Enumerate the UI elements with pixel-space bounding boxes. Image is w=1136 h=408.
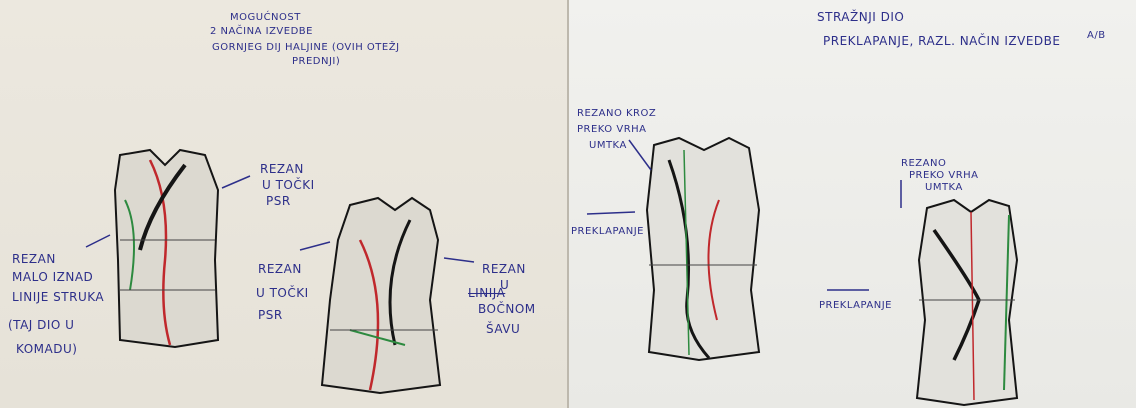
arrow-rezano-kroz bbox=[629, 140, 651, 170]
note-rezano-preko-1: REZANO bbox=[901, 158, 946, 170]
header-line-3: GORNJEG DIJ HALJINE (OVIH OTEŽJ bbox=[212, 42, 400, 54]
pattern-drawings-right bbox=[569, 0, 1136, 408]
header-line-1: MOGUĆNOST bbox=[230, 12, 301, 24]
dress-pattern-piece-2 bbox=[322, 198, 440, 393]
note-rezano-kroz-1: REZANO KROZ bbox=[577, 108, 656, 120]
note-rezano-kroz-3: UMTKA bbox=[589, 140, 627, 152]
note-rezano-kroz-2: PREKO VRHA bbox=[577, 124, 647, 136]
note-struka-5: KOMADU) bbox=[16, 342, 77, 356]
note-rezan-mid-3: PSR bbox=[258, 308, 283, 322]
photo-right-back-patterns: STRAŽNJI DIO PREKLAPANJE, RAZL. NAČIN IZ… bbox=[569, 0, 1136, 408]
arrow-to-piece-2-left bbox=[300, 242, 330, 250]
note-rezan-mid-2: U TOČKI bbox=[256, 286, 309, 300]
note-struka-3: LINIJE STRUKA bbox=[12, 290, 104, 304]
note-rezan-mid-1: REZAN bbox=[258, 262, 302, 276]
note-rezano-preko-2: PREKO VRHA bbox=[909, 170, 979, 182]
header-line-2: PREKLAPANJE, RAZL. NAČIN IZVEDBE bbox=[823, 34, 1060, 48]
note-rezan-top-3: PSR bbox=[266, 194, 291, 208]
dress-pattern-piece-4 bbox=[917, 200, 1017, 405]
header-line-2: 2 NAČINA IZVEDBE bbox=[210, 26, 313, 38]
header-line-1: STRAŽNJI DIO bbox=[817, 10, 904, 24]
note-preklapanje-2: PREKLAPANJE bbox=[819, 300, 892, 312]
note-struka-4: (TAJ DIO U bbox=[8, 318, 74, 332]
note-bocnom-4: ŠAVU bbox=[486, 322, 520, 336]
note-rezano-preko-3: UMTKA bbox=[925, 182, 963, 194]
note-struck-word: LINIJA bbox=[468, 286, 505, 300]
note-preklapanje-1: PREKLAPANJE bbox=[571, 226, 644, 238]
note-rezan-top-1: REZAN bbox=[260, 162, 304, 176]
arrow-to-piece-1-left bbox=[86, 235, 110, 247]
note-struka-1: REZAN bbox=[12, 252, 56, 266]
arrow-to-piece-2-right bbox=[444, 258, 474, 262]
dress-pattern-piece-3 bbox=[647, 138, 759, 360]
note-bocnom-3: BOČNOM bbox=[478, 302, 536, 316]
arrow-preklapanje-1 bbox=[587, 212, 635, 214]
note-rezan-top-2: U TOČKI bbox=[262, 178, 315, 192]
dress-pattern-piece-1 bbox=[115, 150, 218, 347]
note-struka-2: MALO IZNAD bbox=[12, 270, 93, 284]
header-line-4: PREDNJI) bbox=[292, 56, 340, 68]
photo-left-front-patterns: MOGUĆNOST 2 NAČINA IZVEDBE GORNJEG DIJ H… bbox=[0, 0, 567, 408]
header-tag: A/B bbox=[1087, 30, 1106, 42]
note-bocnom-1: REZAN bbox=[482, 262, 526, 276]
arrow-to-piece-1-top bbox=[222, 176, 250, 188]
